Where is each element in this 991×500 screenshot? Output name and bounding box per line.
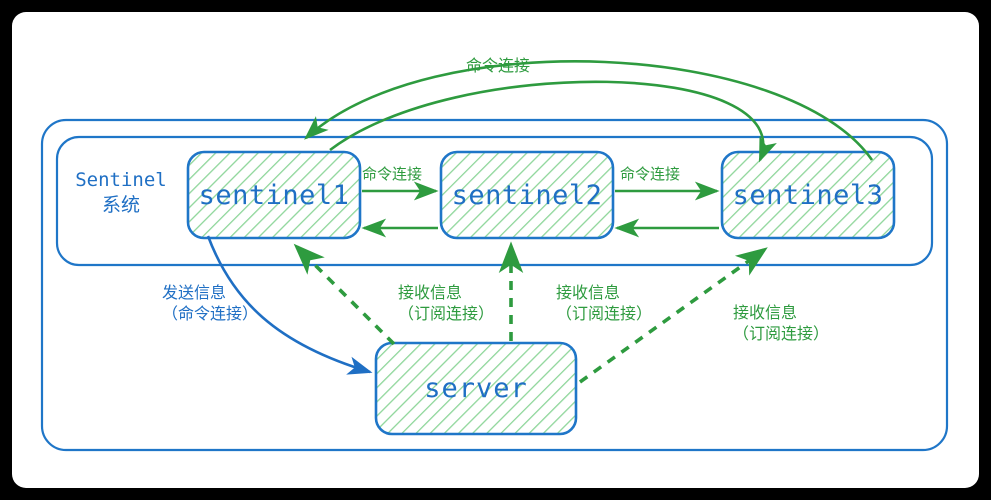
sentinel-system-frame [55, 135, 934, 267]
node-server-box[interactable] [374, 341, 578, 436]
arc-sentinel1-to-sentinel3 [329, 80, 777, 163]
node-sentinel2-box[interactable] [439, 150, 615, 240]
edge-server-to-sentinel3-subscribe [578, 247, 768, 384]
edge-server-to-sentinel1-subscribe [293, 243, 396, 346]
outer-container-frame [40, 118, 949, 452]
node-sentinel1-box[interactable] [186, 150, 362, 240]
arc-sentinel3-to-sentinel1 [304, 60, 874, 161]
node-sentinel3-box[interactable] [720, 150, 896, 240]
edge-sentinel1-to-server [206, 235, 373, 375]
